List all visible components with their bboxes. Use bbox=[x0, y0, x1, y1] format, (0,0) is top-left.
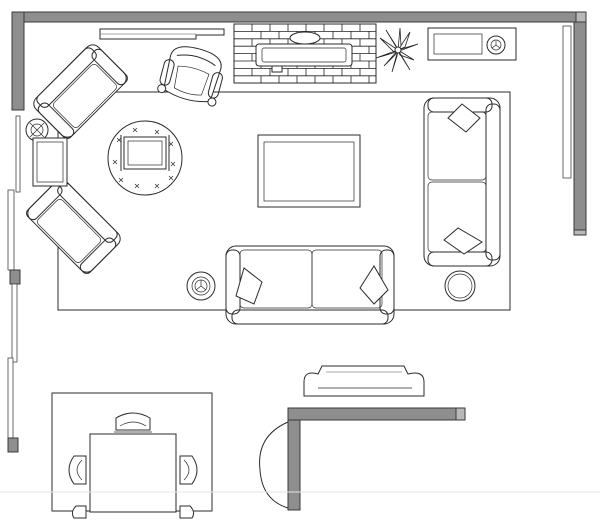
sofa-bottom bbox=[225, 245, 395, 325]
accent-chair bbox=[157, 46, 223, 107]
hearth-opening bbox=[255, 43, 353, 67]
window-left-2 bbox=[7, 189, 15, 271]
table-pattern-mark bbox=[134, 183, 140, 189]
dining-table bbox=[89, 433, 177, 513]
table-pattern-mark bbox=[168, 141, 174, 147]
window-right bbox=[562, 25, 572, 179]
wall-left-upper bbox=[11, 11, 25, 111]
table-pattern-mark bbox=[170, 161, 176, 167]
dining-chair-right bbox=[179, 455, 198, 485]
window-left-post-2 bbox=[7, 437, 19, 453]
doorway-arc bbox=[259, 421, 289, 509]
dining-chair-top bbox=[114, 412, 152, 433]
end-table-left bbox=[32, 137, 68, 187]
entry-bench bbox=[303, 365, 425, 397]
wall-partition-cap bbox=[455, 407, 466, 421]
armchair-bottom-left bbox=[26, 179, 121, 274]
table-pattern-mark bbox=[154, 129, 160, 135]
media-console bbox=[427, 27, 517, 61]
fireplace-brick-hearth bbox=[233, 23, 377, 84]
wall-top-cap-right bbox=[575, 11, 587, 23]
mantel-shelf bbox=[99, 28, 225, 40]
window-left-1 bbox=[15, 115, 21, 193]
ottoman bbox=[120, 135, 170, 171]
wall-partition-vertical bbox=[287, 419, 301, 511]
windows-left bbox=[7, 115, 21, 453]
table-pattern-mark bbox=[132, 127, 138, 133]
coffee-table bbox=[257, 134, 361, 208]
round-end-table-right bbox=[444, 270, 476, 302]
table-pattern-mark bbox=[168, 175, 174, 181]
wall-partition-horizontal bbox=[287, 407, 457, 421]
table-pattern-mark bbox=[116, 137, 122, 143]
wall-top bbox=[23, 11, 577, 23]
round-side-table bbox=[107, 120, 183, 196]
armchair-top-left bbox=[33, 44, 128, 139]
dining-chair-left bbox=[68, 455, 87, 485]
window-left-3 bbox=[11, 283, 18, 363]
exterior-walls bbox=[11, 11, 587, 511]
potted-plant bbox=[375, 27, 419, 73]
wall-right bbox=[573, 21, 587, 231]
table-pattern-mark bbox=[154, 183, 160, 189]
table-pattern-mark bbox=[118, 177, 124, 183]
window-left-4 bbox=[7, 357, 14, 439]
hearth-log bbox=[289, 31, 321, 45]
dining-chairs bbox=[68, 412, 198, 519]
side-table-lamp-sofa bbox=[186, 271, 216, 301]
table-pattern-mark bbox=[112, 159, 118, 165]
sofa-right bbox=[423, 97, 501, 267]
wall-right-cap bbox=[573, 229, 587, 236]
window-left-post-1 bbox=[9, 269, 21, 285]
